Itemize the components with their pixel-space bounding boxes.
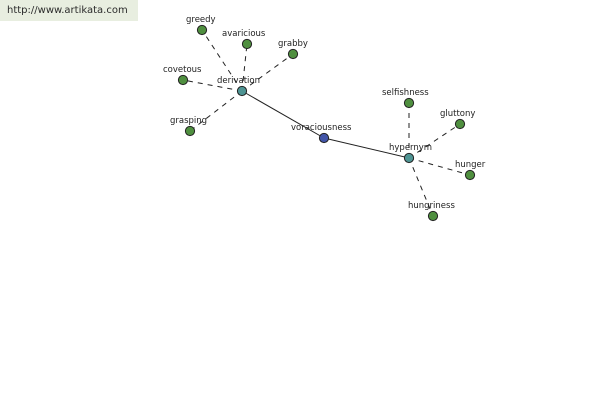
node-derivation[interactable]	[236, 85, 248, 97]
node-gluttony[interactable]	[454, 118, 466, 130]
node-label-derivation[interactable]: derivation	[217, 76, 260, 86]
edge-derivation-avaricious	[241, 43, 248, 92]
edge-hypernym-hungriness	[408, 157, 434, 217]
node-label-hungriness[interactable]: hungriness	[408, 201, 455, 211]
node-selfishness[interactable]	[403, 97, 415, 109]
edge-derivation-greedy	[201, 29, 243, 92]
edge-voraciousness-derivation	[241, 90, 325, 139]
node-hunger[interactable]	[464, 169, 476, 181]
node-label-greedy[interactable]: greedy	[186, 15, 216, 25]
node-label-gluttony[interactable]: gluttony	[440, 109, 475, 119]
node-label-grabby[interactable]: grabby	[278, 39, 308, 49]
edge-voraciousness-hypernym	[323, 137, 410, 159]
node-label-covetous[interactable]: covetous	[163, 65, 202, 75]
edge-derivation-grasping	[189, 90, 243, 132]
node-label-avaricious[interactable]: avaricious	[222, 29, 266, 39]
node-hypernym[interactable]	[403, 152, 415, 164]
edge-derivation-covetous	[182, 79, 243, 92]
graph-edges	[182, 29, 471, 217]
node-greedy[interactable]	[196, 24, 208, 36]
edge-derivation-grabby	[241, 53, 294, 92]
node-grasping[interactable]	[184, 125, 196, 137]
edge-hypernym-hunger	[408, 157, 471, 176]
edge-hypernym-gluttony	[408, 123, 461, 159]
site-url-text[interactable]: http://www.artikata.com	[7, 5, 128, 16]
node-avaricious[interactable]	[241, 38, 253, 50]
node-label-hunger[interactable]: hunger	[455, 160, 486, 170]
site-url-banner[interactable]: http://www.artikata.com	[0, 0, 138, 21]
node-voraciousness[interactable]	[318, 132, 330, 144]
node-hungriness[interactable]	[427, 210, 439, 222]
node-covetous[interactable]	[177, 74, 189, 86]
node-label-grasping[interactable]: grasping	[170, 116, 207, 126]
node-label-voraciousness[interactable]: voraciousness	[291, 123, 352, 133]
node-label-hypernym[interactable]: hypernym	[389, 143, 432, 153]
graph-labels: voraciousness derivation hypernym greedy ava…	[163, 15, 486, 211]
node-grabby[interactable]	[287, 48, 299, 60]
graph-nodes	[177, 24, 476, 222]
node-label-selfishness[interactable]: selfishness	[382, 88, 429, 98]
